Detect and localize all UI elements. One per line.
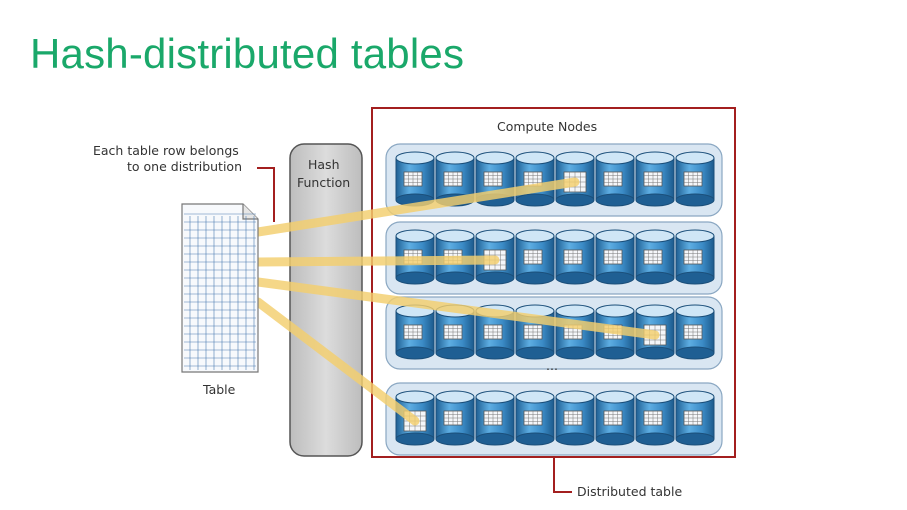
more-rows-ellipsis: ... <box>546 358 558 373</box>
row-note-line2: to one distribution <box>127 159 242 174</box>
distribution-database-icon <box>595 390 635 446</box>
distribution-flow-beam <box>253 177 580 237</box>
distribution-flow-beam <box>253 277 660 340</box>
distribution-flow-beam <box>253 255 500 267</box>
distributed-table-connector <box>553 457 572 493</box>
distribution-database-icon <box>555 304 595 360</box>
distribution-database-icon <box>435 390 475 446</box>
table-label: Table <box>203 382 236 397</box>
distribution-database-icon <box>395 151 435 207</box>
distribution-database-icon <box>635 390 675 446</box>
row-note-connector <box>257 167 275 222</box>
compute-nodes-label: Compute Nodes <box>497 119 598 134</box>
distribution-database-icon <box>515 229 555 285</box>
distributed-table-label: Distributed table <box>577 484 683 499</box>
distribution-database-icon <box>515 151 555 207</box>
compute-node-row <box>385 382 723 456</box>
distribution-database-icon <box>675 229 715 285</box>
compute-node-row <box>385 221 723 295</box>
hash-label-line2: Function <box>297 175 351 190</box>
distribution-flow-beam <box>253 297 420 426</box>
compute-node-rows <box>385 143 723 456</box>
distribution-database-icon <box>595 151 635 207</box>
distribution-database-icon <box>675 151 715 207</box>
hash-label-line1: Hash <box>308 157 340 172</box>
distribution-database-icon <box>595 229 635 285</box>
row-note-line1: Each table row belongs <box>93 143 239 158</box>
slide-title: Hash-distributed tables <box>30 30 465 77</box>
hash-function-box <box>289 143 363 457</box>
distribution-database-icon <box>395 304 435 360</box>
distribution-flows <box>253 177 660 426</box>
distribution-database-icon <box>555 229 595 285</box>
distribution-database-icon <box>555 390 595 446</box>
distribution-database-icon <box>475 390 515 446</box>
distribution-database-icon <box>635 229 675 285</box>
source-table-icon <box>181 203 259 373</box>
distribution-database-icon <box>515 390 555 446</box>
distribution-database-icon <box>635 151 675 207</box>
distribution-database-icon <box>675 390 715 446</box>
distribution-database-icon <box>675 304 715 360</box>
